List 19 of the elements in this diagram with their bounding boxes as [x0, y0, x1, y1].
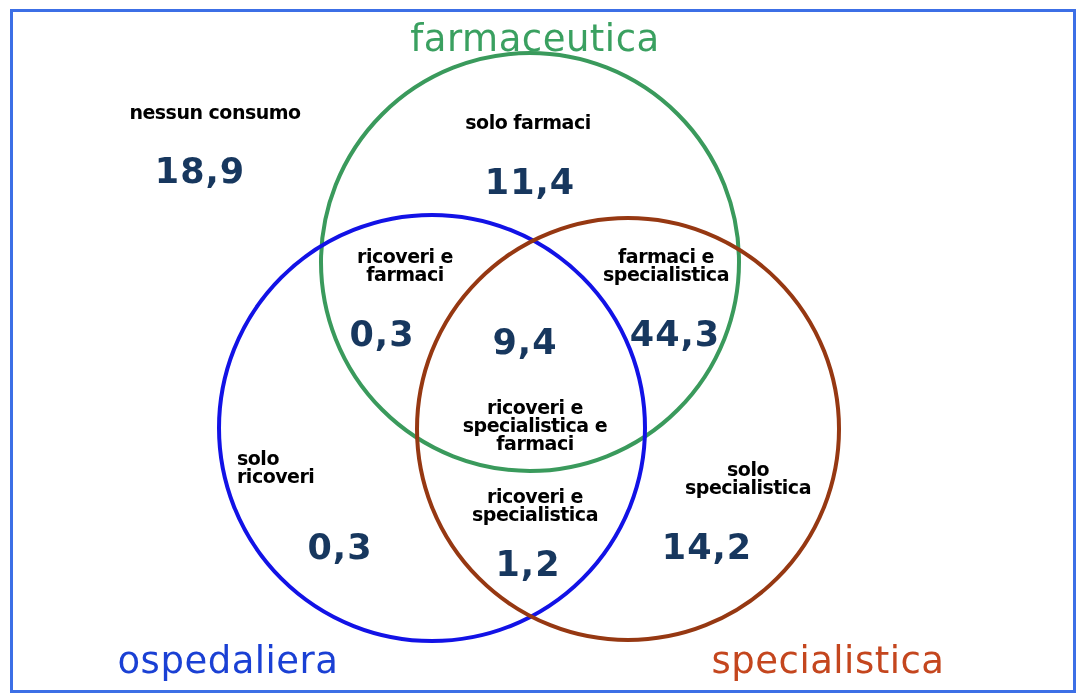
region-label: solo ricoveri: [237, 448, 316, 486]
percentage-value: 0,3: [307, 531, 373, 565]
percentage-value: 0,3: [349, 318, 415, 352]
region-label: ricoveri e specialistica: [471, 486, 599, 524]
percentage-value: 9,4: [492, 326, 558, 360]
region-label: solo farmaci: [464, 113, 592, 131]
set-title: farmaceutica: [410, 16, 660, 60]
region-label: ricoveri e specialistica e farmaci: [461, 397, 609, 453]
percentage-value: 18,9: [154, 155, 246, 189]
percentage-value: 44,3: [629, 318, 721, 352]
percentage-value: 14,2: [661, 531, 753, 565]
region-label: nessun consumo: [128, 103, 302, 121]
set-title: ospedaliera: [117, 638, 339, 682]
set-title: specialistica: [711, 638, 945, 682]
region-label: farmaci e specialistica: [602, 246, 730, 284]
percentage-value: 11,4: [484, 166, 576, 200]
percentage-value: 1,2: [495, 548, 561, 582]
region-label: ricoveri e farmaci: [356, 246, 454, 284]
region-label: solo specialistica: [684, 459, 812, 497]
